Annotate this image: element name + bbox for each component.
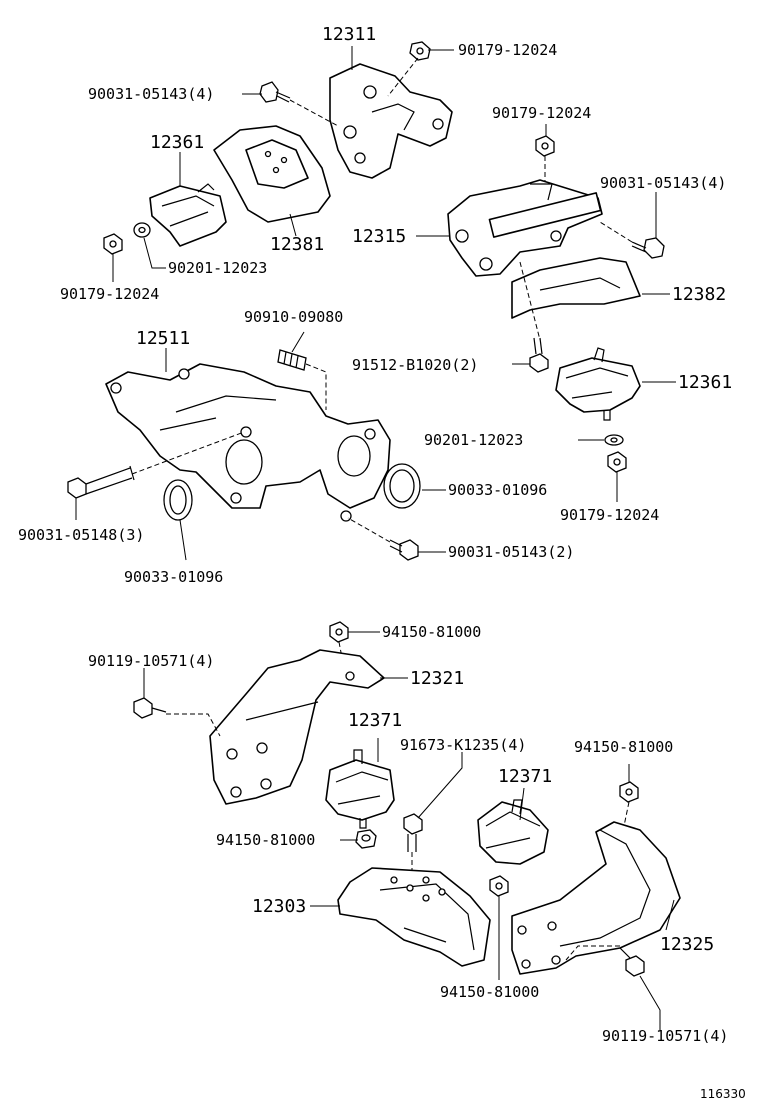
mount-cover-12381 [213,125,331,223]
bolt-icon [529,337,549,373]
bolt-icon [133,697,167,719]
label-90910-09080: 90910-09080 [244,308,343,326]
label-90031-05143-right: 90031-05143(4) [600,174,726,192]
label-12361-front: 12361 [150,132,204,153]
label-12371-left: 12371 [348,710,402,731]
nut-icon [355,829,377,849]
label-90031-05143-left: 90031-05143(4) [88,85,214,103]
label-90179-12024-left: 90179-12024 [60,285,159,303]
nut-icon [409,41,431,61]
label-12325: 12325 [660,934,714,955]
label-90119-10571-right: 90119-10571(4) [602,1027,728,1045]
label-90201-12023-rear: 90201-12023 [424,431,523,449]
mount-cover-12382 [511,257,641,319]
label-12382: 12382 [672,284,726,305]
washer-icon [604,434,624,446]
crossmember-12303 [337,867,491,967]
label-94150-81000-left: 94150-81000 [216,831,315,849]
insulator-12361-rear [555,347,641,421]
washer-icon [133,222,151,238]
stud-icon [277,349,307,371]
bolt-icon [389,539,419,561]
label-94150-81000-top: 94150-81000 [382,623,481,641]
engine-mount-bracket-12311 [329,63,453,179]
nut-icon [535,135,555,157]
nut-icon [619,781,639,803]
label-90179-12024-top: 90179-12024 [458,41,557,59]
label-12381: 12381 [270,234,324,255]
gasket-icon [163,479,193,521]
diagram-id: 116330 [700,1087,746,1101]
bolt-icon [259,81,291,103]
nut-icon [607,451,627,473]
label-90031-05143-lower: 90031-05143(2) [448,543,574,561]
bolt-icon [631,237,665,259]
label-90119-10571-left: 90119-10571(4) [88,652,214,670]
nut-icon [103,233,123,255]
insulator-12361-front [149,183,227,247]
label-90179-12024-rear: 90179-12024 [560,506,659,524]
label-12315: 12315 [352,226,406,247]
label-12303: 12303 [252,896,306,917]
label-90033-01096-right: 90033-01096 [448,481,547,499]
engine-mount-bracket-12321 [209,649,385,805]
nut-icon [489,875,509,897]
exhaust-manifold-12511 [105,363,391,522]
gasket-icon [383,463,421,509]
bolt-icon [619,947,645,977]
label-91512-b1020: 91512-B1020(2) [352,356,478,374]
nut-icon [329,621,349,643]
bolt-icon [403,813,423,852]
insulator-12371-right [477,799,549,865]
bolt-icon [67,465,135,499]
label-12361-rear: 12361 [678,372,732,393]
label-90031-05148: 90031-05148(3) [18,526,144,544]
label-94150-81000-right: 94150-81000 [574,738,673,756]
label-12321: 12321 [410,668,464,689]
label-12511: 12511 [136,328,190,349]
insulator-12371-left [325,749,395,829]
label-91673-k1235: 91673-K1235(4) [400,736,526,754]
label-90201-12023-left: 90201-12023 [168,259,267,277]
label-90033-01096-left: 90033-01096 [124,568,223,586]
label-12371-right: 12371 [498,766,552,787]
label-12311: 12311 [322,24,376,45]
label-94150-81000-bottom: 94150-81000 [440,983,539,1001]
engine-mount-bracket-12315 [447,179,603,277]
label-90179-12024-right: 90179-12024 [492,104,591,122]
engine-mount-bracket-12325 [511,821,681,975]
